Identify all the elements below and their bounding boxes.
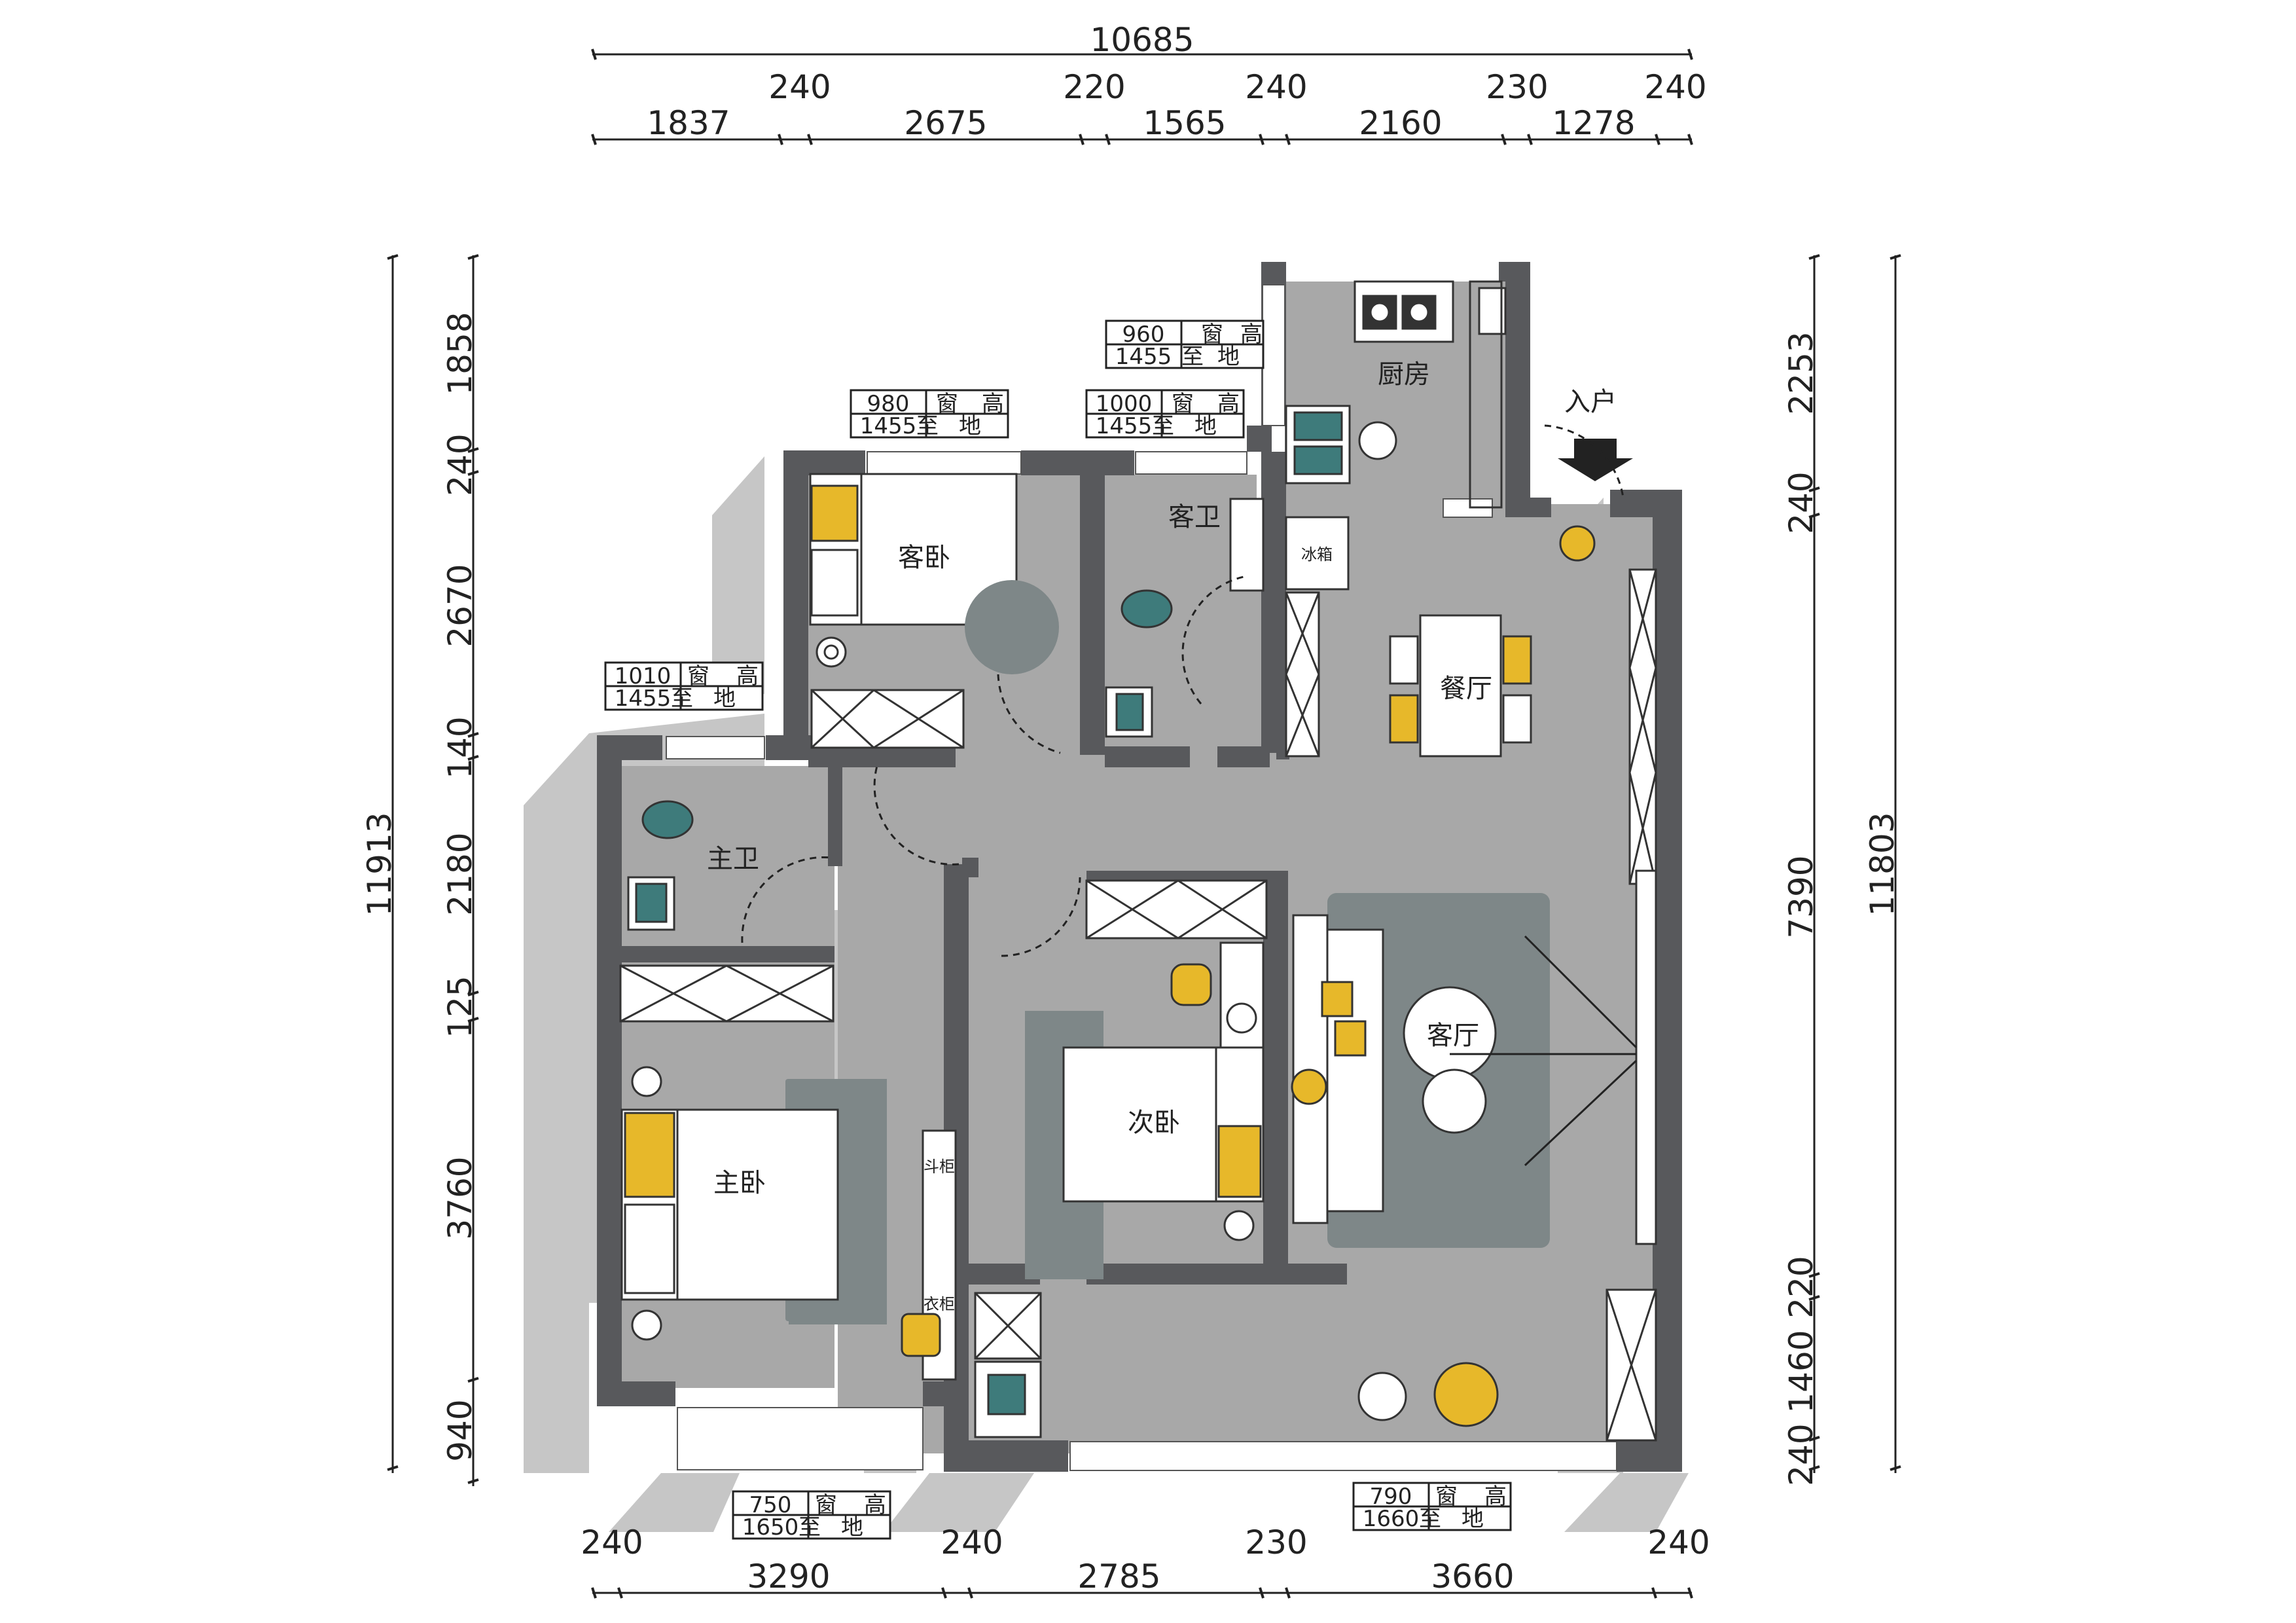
cabinet-label-chest: 斗柜 [924, 1158, 955, 1176]
window-height: 1650 [742, 1514, 799, 1541]
window-tag-master-bedroom: 750 窗 高 1650 至 地 [732, 1490, 891, 1541]
ground-label: 地 [959, 413, 981, 439]
window-label: 窗 [1201, 321, 1223, 348]
dim-left-seg-1: 1858 [441, 312, 479, 395]
dim-top-span-4: 2160 [1359, 104, 1442, 142]
window-tag-guest-bedroom: 980 窗 高 1455 至 地 [850, 389, 1009, 439]
room-label-entry: 入户 [1564, 387, 1617, 417]
height-label: 高 [1484, 1484, 1507, 1510]
dim-bottom-wall-2: 240 [941, 1523, 1003, 1561]
dim-right-seg-2: 240 [1782, 471, 1820, 534]
dim-left-seg-6: 125 [441, 976, 479, 1038]
room-label-fridge: 冰箱 [1301, 545, 1333, 564]
dim-left-seg-5: 2180 [441, 832, 479, 915]
window-height: 1455 [1115, 344, 1172, 370]
height-label: 高 [1217, 391, 1240, 417]
window-tag-living: 790 窗 高 1660 至 地 [1352, 1482, 1512, 1532]
room-label-dining: 餐厅 [1440, 674, 1492, 704]
room-label-guest-bedroom: 客卧 [898, 543, 950, 573]
window-width: 1010 [615, 663, 672, 689]
dimension-ticks [387, 48, 1901, 1599]
room-label-second-bedroom: 次卧 [1128, 1108, 1180, 1138]
room-label-living: 客厅 [1427, 1021, 1479, 1051]
window-height: 1455 [1096, 413, 1153, 439]
dim-right-seg-1: 2253 [1782, 331, 1820, 414]
dim-top-wall-3: 240 [1245, 68, 1307, 106]
window-label: 窗 [1435, 1484, 1458, 1510]
room-label-master-bedroom: 主卧 [713, 1168, 766, 1198]
dim-bottom-span-1: 3290 [747, 1558, 830, 1596]
window-height: 1660 [1363, 1506, 1420, 1532]
dim-right-seg-3: 7390 [1782, 855, 1820, 938]
dim-bottom-wall-3: 230 [1245, 1523, 1307, 1561]
window-strips [666, 284, 1617, 1471]
dim-left-seg-4: 140 [441, 716, 479, 778]
dim-left-seg-3: 2670 [441, 564, 479, 647]
dim-top-wall-1: 240 [768, 68, 831, 106]
cabinet-label-wardrobe: 衣柜 [924, 1295, 955, 1313]
height-label: 高 [736, 663, 759, 689]
dim-bottom-span-2: 2785 [1077, 1558, 1160, 1596]
window-width: 1000 [1096, 391, 1153, 417]
dim-right-total: 11803 [1863, 812, 1901, 916]
dim-left-seg-7: 3760 [441, 1156, 479, 1239]
dim-bottom-wall-1: 240 [581, 1523, 643, 1561]
ground-label: 地 [713, 685, 736, 712]
to-label: 至 [1419, 1506, 1441, 1532]
dim-top-wall-4: 230 [1486, 68, 1548, 106]
dim-left-seg-8: 940 [441, 1399, 479, 1461]
window-tag-master-bath: 1010 窗 高 1455 至 地 [604, 661, 764, 712]
to-label: 至 [916, 413, 939, 439]
window-width: 750 [749, 1492, 792, 1518]
dim-top-wall-2: 220 [1063, 68, 1125, 106]
to-label: 至 [798, 1514, 821, 1541]
window-width: 980 [867, 391, 910, 417]
furniture [619, 280, 1657, 1442]
room-label-master-bath: 主卫 [707, 844, 759, 874]
ground-label: 地 [1194, 413, 1217, 439]
dim-left-total: 11913 [361, 812, 399, 916]
window-width: 790 [1370, 1484, 1412, 1510]
dim-right-seg-5: 1460 [1782, 1330, 1820, 1413]
ground-label: 地 [1217, 344, 1240, 370]
room-label-kitchen: 厨房 [1378, 359, 1430, 390]
height-label: 高 [982, 391, 1004, 417]
ground-label: 地 [841, 1514, 863, 1541]
window-label: 窗 [815, 1492, 837, 1518]
ground-label: 地 [1462, 1506, 1484, 1532]
window-label: 窗 [687, 663, 709, 689]
height-label: 高 [1240, 321, 1263, 348]
dim-right-seg-6: 240 [1782, 1423, 1820, 1486]
height-label: 高 [864, 1492, 886, 1518]
dim-bottom-wall-4: 240 [1647, 1523, 1710, 1561]
window-label: 窗 [936, 391, 958, 417]
dim-right-seg-4: 220 [1782, 1256, 1820, 1318]
window-label: 窗 [1172, 391, 1194, 417]
door-swings [741, 424, 1624, 957]
to-label: 至 [671, 685, 693, 712]
window-tag-kitchen: 960 窗 高 1455 至 地 [1105, 319, 1265, 370]
window-tag-guest-bath: 1000 窗 高 1455 至 地 [1085, 389, 1245, 439]
dim-bottom-span-3: 3660 [1431, 1558, 1514, 1596]
dim-top-span-3: 1565 [1143, 104, 1226, 142]
dim-top-span-2: 2675 [904, 104, 987, 142]
to-label: 至 [1152, 413, 1174, 439]
dimension-lines [391, 53, 1897, 1594]
dim-top-wall-5: 240 [1644, 68, 1706, 106]
dim-top-span-1: 1837 [647, 104, 730, 142]
room-label-guest-bath: 客卫 [1168, 502, 1221, 532]
window-width: 960 [1122, 321, 1165, 348]
window-height: 1455 [860, 413, 917, 439]
to-label: 至 [1181, 344, 1204, 370]
dim-top-span-5: 1278 [1552, 104, 1635, 142]
window-height: 1455 [615, 685, 672, 712]
dim-top-total: 10685 [1090, 21, 1194, 59]
dim-left-seg-2: 240 [441, 433, 479, 496]
